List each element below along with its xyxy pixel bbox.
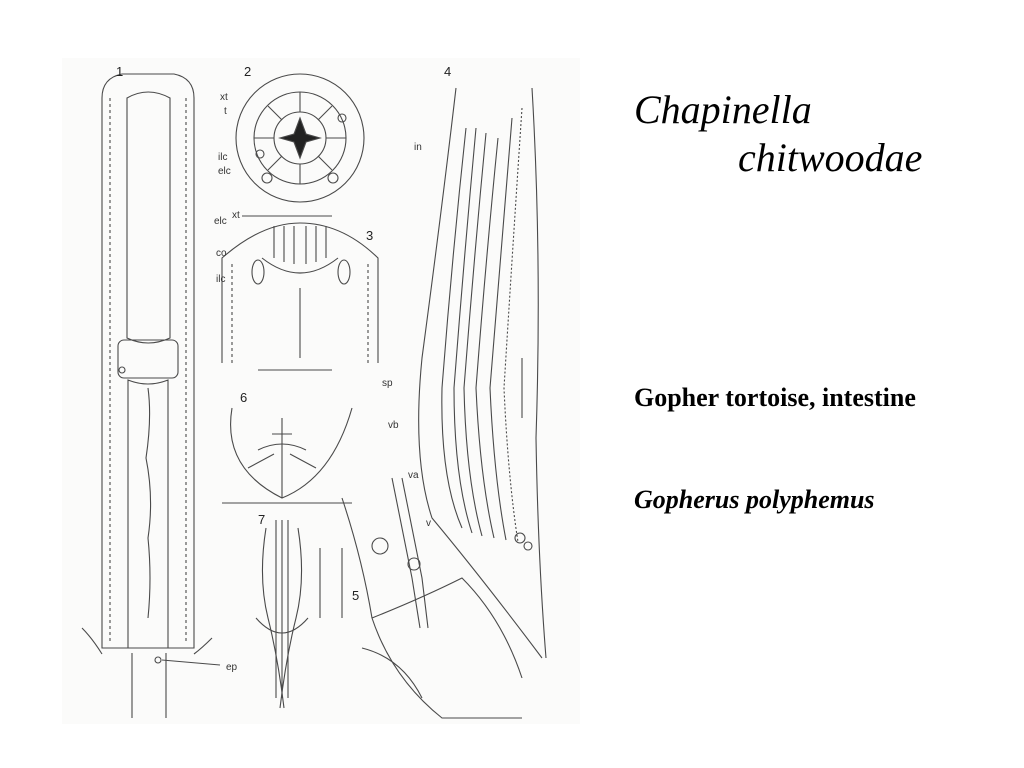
figure-3-drawing: [221, 222, 379, 371]
label-t: t: [224, 106, 227, 117]
species-title: Chapinella chitwoodae: [634, 86, 994, 182]
species-epithet: chitwoodae: [738, 135, 923, 180]
label-v: v: [426, 518, 431, 529]
label-sp: sp: [382, 378, 393, 389]
label-co: co: [216, 248, 227, 259]
figure-1-drawing: [81, 73, 221, 718]
label-elc-fig3: elc: [214, 216, 227, 227]
figure-5-drawing: [341, 477, 523, 719]
label-va: va: [408, 470, 419, 481]
figure-number-3: 3: [366, 228, 373, 243]
figure-number-6: 6: [240, 390, 247, 405]
label-ilc: ilc: [218, 152, 227, 163]
nematode-drawings: 1 2 3 4 5 6 7 xt t ilc elc elc xt co ilc…: [81, 64, 547, 719]
figure-number-7: 7: [258, 512, 265, 527]
species-genus: Chapinella: [634, 87, 812, 132]
host-description: Gopher tortoise, intestine: [634, 383, 916, 412]
figure-4-drawing: [418, 87, 547, 659]
figure-2-drawing: [235, 73, 365, 217]
label-vb: vb: [388, 420, 399, 431]
figure-7-drawing: [255, 520, 343, 709]
label-in: in: [414, 142, 422, 153]
figure-number-4: 4: [444, 64, 451, 79]
label-ep: ep: [226, 662, 238, 673]
figure-number-2: 2: [244, 64, 251, 79]
label-ilc-fig3: ilc: [216, 274, 225, 285]
host-latin-name: Gopherus polyphemus: [634, 485, 875, 514]
illustration-plate: 1 2 3 4 5 6 7 xt t ilc elc elc xt co ilc…: [62, 58, 580, 724]
label-xt: xt: [220, 92, 228, 103]
label-xt-fig3: xt: [232, 210, 240, 221]
label-elc: elc: [218, 166, 231, 177]
figure-6-drawing: [222, 407, 353, 504]
figure-number-1: 1: [116, 64, 123, 79]
figure-number-5: 5: [352, 588, 359, 603]
